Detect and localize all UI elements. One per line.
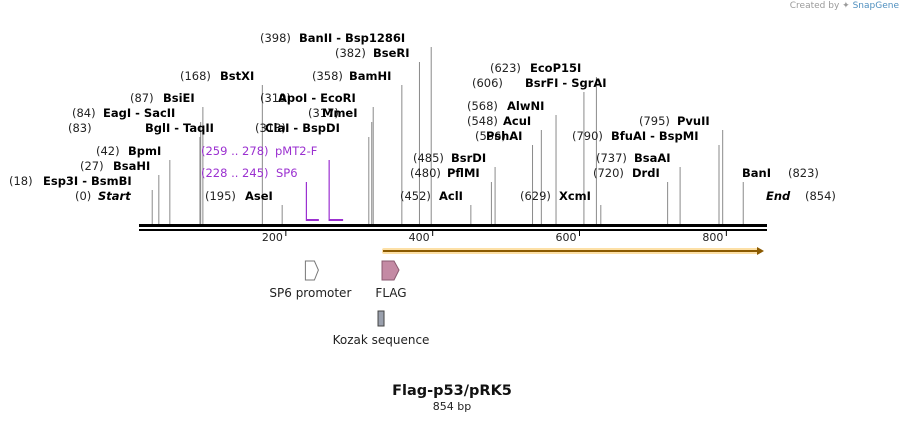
- site-position-label: (452): [400, 189, 431, 203]
- site-position-label: (313): [255, 121, 286, 135]
- site-position-label: (795): [639, 114, 670, 128]
- site-name-label: AclI: [439, 189, 463, 203]
- site-name-label: BsiEI: [163, 91, 195, 105]
- site-name-label: AlwNI: [507, 99, 544, 113]
- end-position-label: (854): [805, 189, 836, 203]
- site-name-label: PflMI: [447, 166, 480, 180]
- backbone-line-bottom: [139, 229, 767, 231]
- snapgene-logo-icon: ✦: [842, 1, 850, 11]
- site-position-label: (18): [9, 174, 33, 188]
- feature-label: Kozak sequence: [333, 333, 430, 347]
- site-position-label: (823): [788, 166, 819, 180]
- map-title: Flag-p53/pRK5: [392, 383, 512, 399]
- ruler-tick-label: 600: [556, 231, 577, 244]
- site-lines: [151, 47, 744, 224]
- site-position-label: (790): [572, 129, 603, 143]
- site-name-label: EcoP15I: [530, 61, 581, 75]
- site-name-label: PvuII: [677, 114, 710, 128]
- feature-label: SP6 promoter: [269, 286, 351, 300]
- primer-name-label: SP6: [276, 166, 298, 180]
- ruler-tick-label: 400: [409, 231, 430, 244]
- site-name-label: BsaAI: [634, 151, 671, 165]
- site-position-label: (42): [96, 144, 120, 158]
- site-position-label: (480): [410, 166, 441, 180]
- start-label: Start: [98, 189, 131, 203]
- site-name-label: ApoI - EcoRI: [278, 91, 356, 105]
- site-position-label: (382): [335, 46, 366, 60]
- snapgene-credit: Created by ✦ SnapGene: [790, 1, 899, 11]
- site-position-label: (737): [596, 151, 627, 165]
- site-position-label: (548): [467, 114, 498, 128]
- flag-cds-arrow: [381, 260, 400, 281]
- site-name-label: BsaHI: [113, 159, 150, 173]
- primer-name-label: pMT2-F: [275, 144, 317, 158]
- site-position-label: (623): [490, 61, 521, 75]
- site-name-label: XcmI: [559, 189, 591, 203]
- features: SP6 promoter FLAG Kozak sequence: [269, 247, 764, 347]
- site-name-label: BpmI: [128, 144, 161, 158]
- site-name-label: BfuAI - BspMI: [611, 129, 698, 143]
- site-name-label: Esp3I - BsmBI: [43, 174, 132, 188]
- site-position-label: (358): [312, 69, 343, 83]
- site-position-label: (168): [180, 69, 211, 83]
- site-position-label: (568): [467, 99, 498, 113]
- site-position-label: (87): [130, 91, 154, 105]
- kozak-sequence-box: [377, 310, 385, 327]
- site-position-label: (720): [593, 166, 624, 180]
- site-name-label: BanI: [742, 166, 771, 180]
- site-name-label: BamHI: [349, 69, 391, 83]
- backbone-line-top: [139, 224, 767, 227]
- credit-prefix: Created by: [789, 1, 840, 11]
- site-name-label: AseI: [245, 189, 273, 203]
- site-name-label: AcuI: [503, 114, 531, 128]
- site-position-label: (84): [72, 106, 96, 120]
- backbone: [139, 224, 767, 231]
- site-labels: (18) Esp3I - BsmBI(27) BsaHI(42) BpmI (83) Bg…: [9, 31, 836, 203]
- site-position-label: (195): [205, 189, 236, 203]
- site-name-label: BstXI: [220, 69, 254, 83]
- primer-position-label: (228 .. 245): [201, 166, 269, 180]
- start-position-label: (0): [75, 189, 91, 203]
- map-subtitle: 854 bp: [433, 400, 471, 413]
- site-position-label: (606): [472, 76, 503, 90]
- site-name-label: BseRI: [373, 46, 410, 60]
- site-name-label: ClaI - BspDI: [265, 121, 340, 135]
- site-name-label: BanII - Bsp1286I: [299, 31, 405, 45]
- ruler-tick-label: 200: [262, 231, 283, 244]
- site-position-label: (317): [308, 106, 339, 120]
- sp6-promoter-arrow: [304, 260, 319, 281]
- site-name-label: BsrFI - SgrAI: [525, 76, 607, 90]
- site-position-label: (398): [260, 31, 291, 45]
- site-name-label: BsrDI: [451, 151, 486, 165]
- site-position-label: (319): [260, 91, 291, 105]
- credit-brand: SnapGene: [852, 1, 899, 11]
- site-name-label: MmeI: [322, 106, 358, 120]
- site-position-label: (536): [475, 129, 506, 143]
- site-name-label: DrdI: [632, 166, 660, 180]
- site-position-label: (629): [520, 189, 551, 203]
- feature-label: FLAG: [375, 286, 406, 300]
- site-position-label: (83): [68, 121, 92, 135]
- site-name-label: BglI - TaqII: [145, 121, 214, 135]
- end-label: End: [766, 189, 791, 203]
- site-name-label: PshAI: [486, 129, 522, 143]
- site-position-label: (485): [413, 151, 444, 165]
- site-name-label: EagI - SacII: [103, 106, 175, 120]
- site-position-label: (27): [80, 159, 104, 173]
- orf-arrowhead: [757, 247, 764, 255]
- ruler-ticks: 200 400 600 800: [262, 231, 727, 244]
- primer-position-label: (259 .. 278): [201, 144, 269, 158]
- ruler-tick-label: 800: [702, 231, 723, 244]
